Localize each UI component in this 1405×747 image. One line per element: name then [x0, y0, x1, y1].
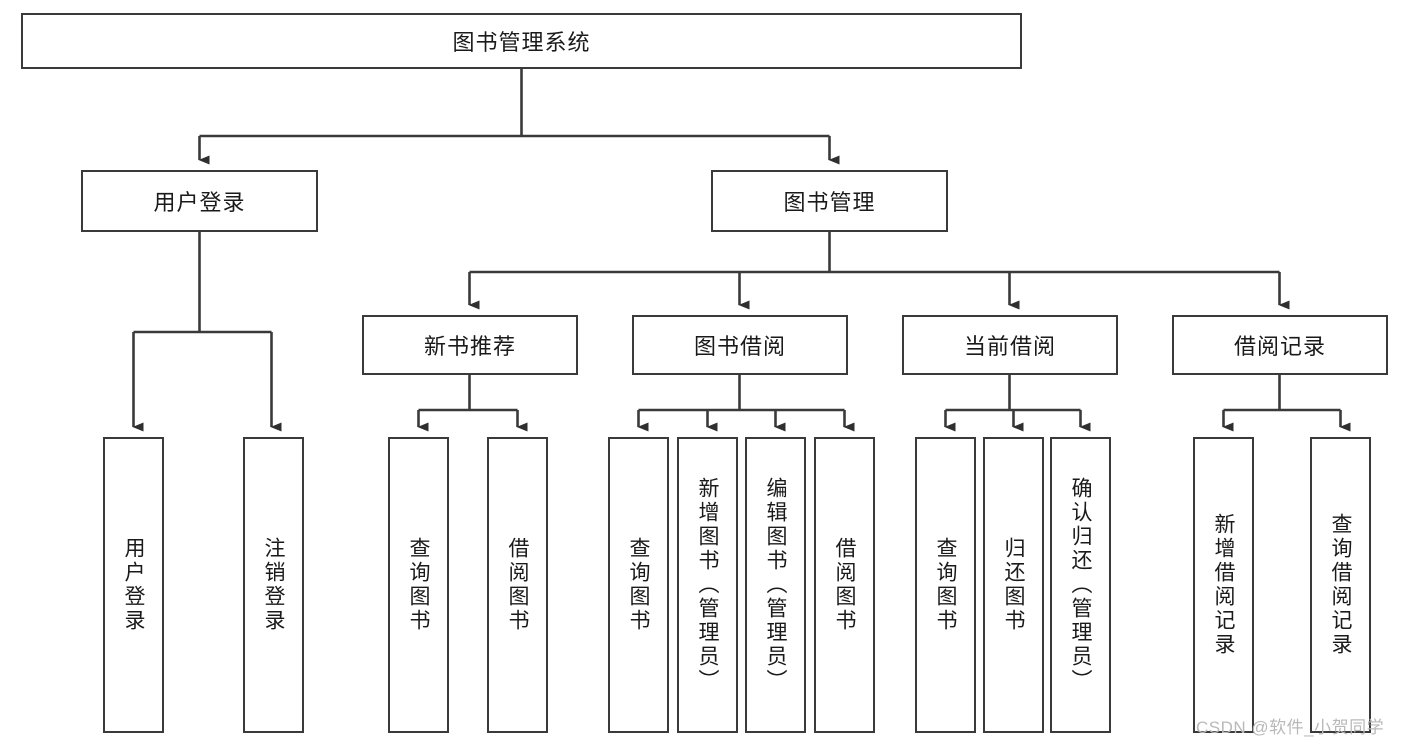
node-current-borrow-label: 当前借阅 [963, 334, 1056, 359]
node-leaf-query-book-recommend-label: 查询图书 [407, 537, 430, 633]
node-leaf-add-borrow-record[interactable]: 新增借阅记录 [1193, 437, 1254, 733]
csdn-watermark: CSDN @软件_小贺同学 [1196, 718, 1385, 737]
node-leaf-user-login-label: 用户登录 [122, 537, 145, 633]
node-leaf-confirm-return-admin[interactable]: 确认归还（管理员） [1050, 437, 1111, 733]
node-book-manage[interactable]: 图书管理 [711, 170, 948, 232]
node-leaf-return-book[interactable]: 归还图书 [983, 437, 1044, 733]
node-leaf-user-logout[interactable]: 注销登录 [243, 437, 304, 733]
node-root[interactable]: 图书管理系统 [21, 13, 1022, 69]
node-leaf-edit-book-admin[interactable]: 编辑图书（管理员） [745, 437, 806, 733]
node-leaf-query-borrow-record[interactable]: 查询借阅记录 [1310, 437, 1371, 733]
node-leaf-borrow-book-label: 借阅图书 [833, 537, 856, 633]
node-leaf-add-borrow-record-label: 新增借阅记录 [1212, 513, 1235, 657]
node-leaf-query-book-current-label: 查询图书 [934, 537, 957, 633]
node-leaf-borrow-book[interactable]: 借阅图书 [814, 437, 875, 733]
node-new-book-recommend[interactable]: 新书推荐 [362, 315, 578, 375]
node-leaf-query-book-current[interactable]: 查询图书 [915, 437, 976, 733]
node-user-login-label: 用户登录 [153, 190, 246, 215]
node-leaf-add-book-admin[interactable]: 新增图书（管理员） [677, 437, 738, 733]
node-borrow-record-label: 借阅记录 [1233, 334, 1326, 359]
node-leaf-return-book-label: 归还图书 [1002, 537, 1025, 633]
node-leaf-user-logout-label: 注销登录 [262, 537, 285, 633]
node-leaf-borrow-book-recommend[interactable]: 借阅图书 [487, 437, 548, 733]
node-leaf-query-borrow-record-label: 查询借阅记录 [1329, 513, 1352, 657]
node-leaf-borrow-book-recommend-label: 借阅图书 [506, 537, 529, 633]
node-leaf-add-book-admin-label: 新增图书（管理员） [696, 477, 719, 693]
node-leaf-edit-book-admin-label: 编辑图书（管理员） [764, 477, 787, 693]
node-leaf-query-book-label: 查询图书 [627, 537, 650, 633]
node-leaf-query-book-recommend[interactable]: 查询图书 [388, 437, 449, 733]
node-book-borrow-label: 图书借阅 [693, 334, 786, 359]
node-book-borrow[interactable]: 图书借阅 [632, 315, 848, 375]
node-root-label: 图书管理系统 [452, 30, 591, 55]
node-leaf-query-book[interactable]: 查询图书 [608, 437, 669, 733]
node-leaf-user-login[interactable]: 用户登录 [103, 437, 164, 733]
node-current-borrow[interactable]: 当前借阅 [902, 315, 1118, 375]
node-borrow-record[interactable]: 借阅记录 [1172, 315, 1388, 375]
node-leaf-confirm-return-admin-label: 确认归还（管理员） [1069, 477, 1092, 693]
node-user-login[interactable]: 用户登录 [81, 170, 318, 232]
node-new-book-recommend-label: 新书推荐 [423, 334, 516, 359]
node-book-manage-label: 图书管理 [783, 190, 876, 215]
